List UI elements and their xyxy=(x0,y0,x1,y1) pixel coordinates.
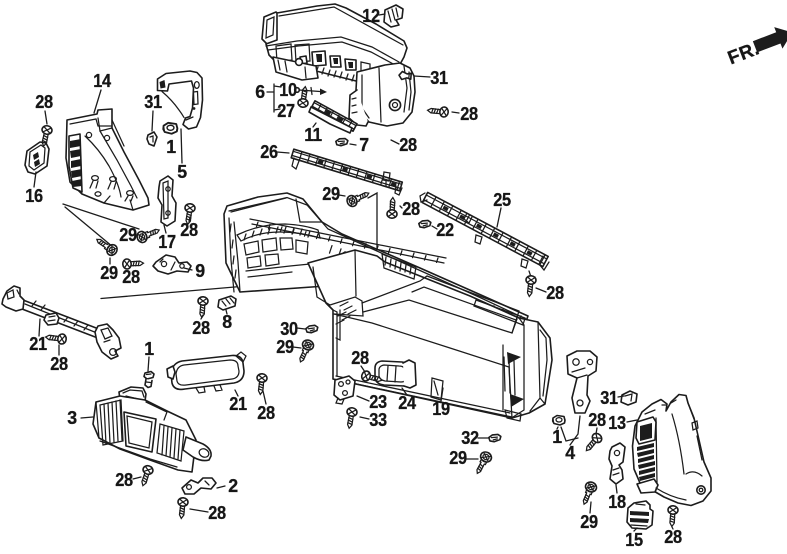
svg-text:32: 32 xyxy=(461,427,479,448)
svg-text:10: 10 xyxy=(279,79,297,100)
svg-text:29: 29 xyxy=(580,511,598,532)
svg-text:21: 21 xyxy=(229,393,247,414)
svg-text:26: 26 xyxy=(260,141,278,162)
svg-text:28: 28 xyxy=(546,282,564,303)
svg-text:21: 21 xyxy=(29,333,47,354)
svg-text:31: 31 xyxy=(144,91,162,112)
svg-text:28: 28 xyxy=(664,526,682,547)
svg-text:29: 29 xyxy=(119,224,137,245)
svg-text:1: 1 xyxy=(144,338,154,359)
svg-text:9: 9 xyxy=(195,260,205,281)
svg-text:16: 16 xyxy=(25,185,43,206)
svg-text:29: 29 xyxy=(276,336,294,357)
svg-text:24: 24 xyxy=(398,392,416,413)
svg-text:29: 29 xyxy=(100,262,118,283)
svg-text:28: 28 xyxy=(35,91,53,112)
svg-text:12: 12 xyxy=(362,5,380,26)
svg-text:28: 28 xyxy=(351,347,369,368)
svg-text:29: 29 xyxy=(449,447,467,468)
svg-text:1: 1 xyxy=(552,426,562,447)
svg-text:14: 14 xyxy=(93,70,111,91)
svg-text:28: 28 xyxy=(402,198,420,219)
svg-text:5: 5 xyxy=(177,161,187,182)
svg-text:28: 28 xyxy=(122,266,140,287)
svg-text:31: 31 xyxy=(600,387,618,408)
svg-text:28: 28 xyxy=(208,502,226,523)
svg-text:27: 27 xyxy=(277,100,295,121)
svg-text:22: 22 xyxy=(436,219,454,240)
svg-text:28: 28 xyxy=(257,402,275,423)
svg-text:6: 6 xyxy=(255,81,265,102)
svg-text:29: 29 xyxy=(322,183,340,204)
svg-text:28: 28 xyxy=(180,219,198,240)
svg-text:18: 18 xyxy=(608,491,626,512)
svg-text:25: 25 xyxy=(493,189,511,210)
svg-text:28: 28 xyxy=(399,134,417,155)
svg-text:19: 19 xyxy=(432,398,450,419)
svg-text:23: 23 xyxy=(369,391,387,412)
svg-text:4: 4 xyxy=(565,442,576,463)
svg-text:17: 17 xyxy=(158,231,176,252)
svg-text:15: 15 xyxy=(625,529,643,550)
svg-text:28: 28 xyxy=(460,103,478,124)
svg-text:28: 28 xyxy=(192,317,210,338)
svg-text:33: 33 xyxy=(369,409,387,430)
svg-text:28: 28 xyxy=(115,469,133,490)
svg-text:13: 13 xyxy=(608,412,626,433)
svg-text:3: 3 xyxy=(67,407,77,428)
svg-text:1: 1 xyxy=(166,136,176,157)
svg-text:7: 7 xyxy=(359,134,369,155)
svg-text:11: 11 xyxy=(304,124,322,145)
svg-text:8: 8 xyxy=(222,311,232,332)
svg-text:28: 28 xyxy=(588,409,606,430)
svg-text:31: 31 xyxy=(430,67,448,88)
svg-text:30: 30 xyxy=(280,318,298,339)
svg-text:2: 2 xyxy=(228,475,238,496)
svg-text:28: 28 xyxy=(50,353,68,374)
